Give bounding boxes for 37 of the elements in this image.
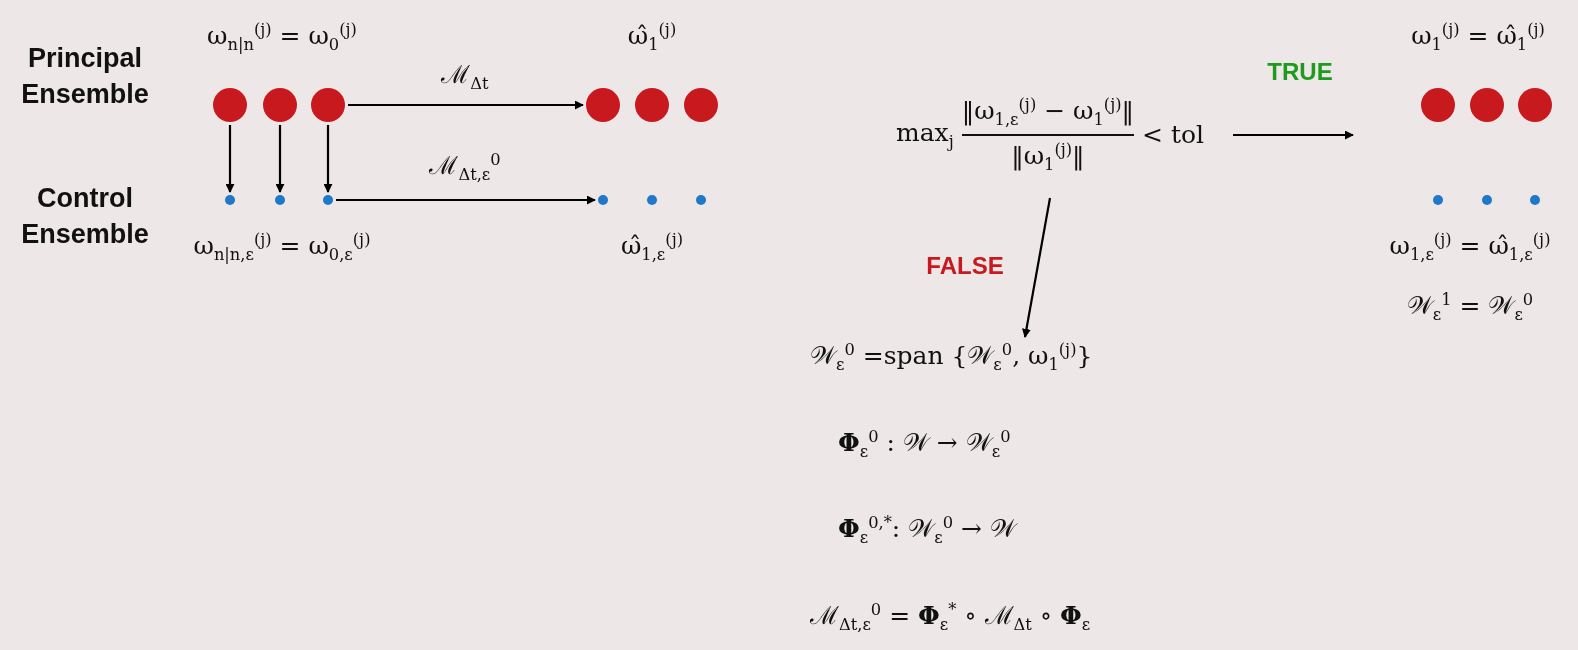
ensemble-member-dot (1518, 88, 1552, 122)
edge-label: ℳ$_{Δt}$ (440, 60, 490, 94)
ensemble-member-dot (311, 88, 345, 122)
ensemble-member-dot (586, 88, 620, 122)
equation-text: 𝒲$_{ε}$$^{0}$ =span {𝒲$_{ε}$$^{0}$, ω$_{1}$$^{(j)}$} (810, 340, 1093, 375)
ensemble-member-dot (635, 88, 669, 122)
control-member-dot (647, 195, 657, 205)
formula-text: ‖ω$_{1,ε}$$^{(j)}$ − ω$_{1}$$^{(j)}$‖ (961, 95, 1135, 130)
control-member-dot (323, 195, 333, 205)
control-member-dot (1482, 195, 1492, 205)
control-member-dot (696, 195, 706, 205)
arrow (336, 195, 596, 205)
ensemble-member-dot (684, 88, 718, 122)
ensemble-label: Principal Ensemble (20, 42, 150, 112)
control-member-dot (1433, 195, 1443, 205)
ensemble-label: Control Ensemble (20, 182, 150, 252)
arrow (348, 100, 584, 110)
formula-text: ‖ω$_{1}$$^{(j)}$‖ (1011, 140, 1085, 175)
arrow (225, 125, 235, 193)
equation-text: Φ$_{ε}$$^{0,*}$: 𝒲$_{ε}$$^{0}$ → 𝒲 (837, 513, 1016, 549)
edge-label: TRUE (1266, 58, 1334, 87)
control-member-dot (1530, 195, 1540, 205)
control-member-dot (225, 195, 235, 205)
control-member-dot (275, 195, 285, 205)
formula-text: max$_{j}$ (895, 118, 954, 152)
arrow (1233, 130, 1354, 140)
control-member-dot (598, 195, 608, 205)
ensemble-member-dot (213, 88, 247, 122)
ensemble-member-dot (263, 88, 297, 122)
edge-label: FALSE (925, 252, 1005, 281)
equation-text: ℳ$_{Δt,ε}$$^{0}$ = Φ$_{ε}$$^{*}$ ∘ ℳ$_{Δt}$ ∘ Φ$_{ε}$ (810, 600, 1091, 635)
arrow (275, 125, 285, 193)
ensemble-member-dot (1421, 88, 1455, 122)
ensemble-member-dot (1470, 88, 1504, 122)
arrow (1022, 197, 1052, 338)
arrow (323, 125, 333, 193)
formula-text: < tol (1142, 120, 1205, 150)
